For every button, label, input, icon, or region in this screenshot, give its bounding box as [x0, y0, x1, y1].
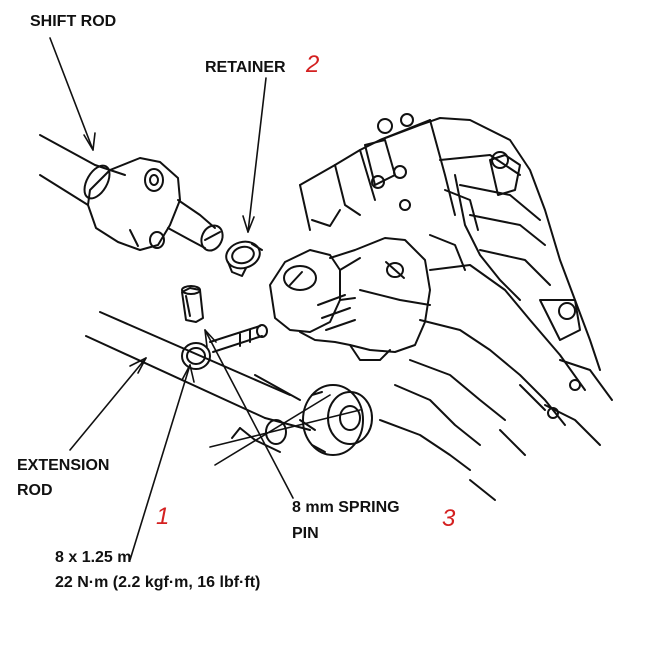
retainer-label: RETAINER — [205, 59, 286, 76]
transmission-housing — [299, 113, 613, 501]
torque-label: 22 N·m (2.2 kgf·m, 16 lbf·ft) — [55, 574, 261, 591]
bolt-leader — [129, 364, 191, 561]
shift-rod-yoke — [87, 157, 224, 252]
extension-rod-leader — [69, 357, 147, 451]
retainer-leader — [247, 77, 267, 233]
extension-bushing — [299, 384, 373, 456]
callout-2: 2 — [306, 51, 320, 78]
joint-assembly — [269, 237, 431, 361]
spring-pin-label-line1: 8 mm SPRING — [292, 499, 400, 516]
retainer-clip — [225, 240, 263, 277]
bolt-size-label: 8 x 1.25 m — [55, 549, 132, 566]
pivot-bolt — [209, 324, 268, 353]
spring-pin — [181, 285, 204, 323]
shift-rod-leader — [49, 37, 94, 151]
shift-rod-label: SHIFT ROD — [30, 13, 117, 30]
callout-3: 3 — [442, 505, 456, 532]
spring-pin-label-line2: PIN — [292, 525, 319, 542]
callout-1: 1 — [156, 503, 170, 530]
extension-rod-label-line2: ROD — [17, 482, 53, 499]
spring-pin-leader — [204, 329, 294, 499]
extension-rod-label-line1: EXTENSION — [17, 457, 110, 474]
leader-lines — [49, 37, 361, 561]
